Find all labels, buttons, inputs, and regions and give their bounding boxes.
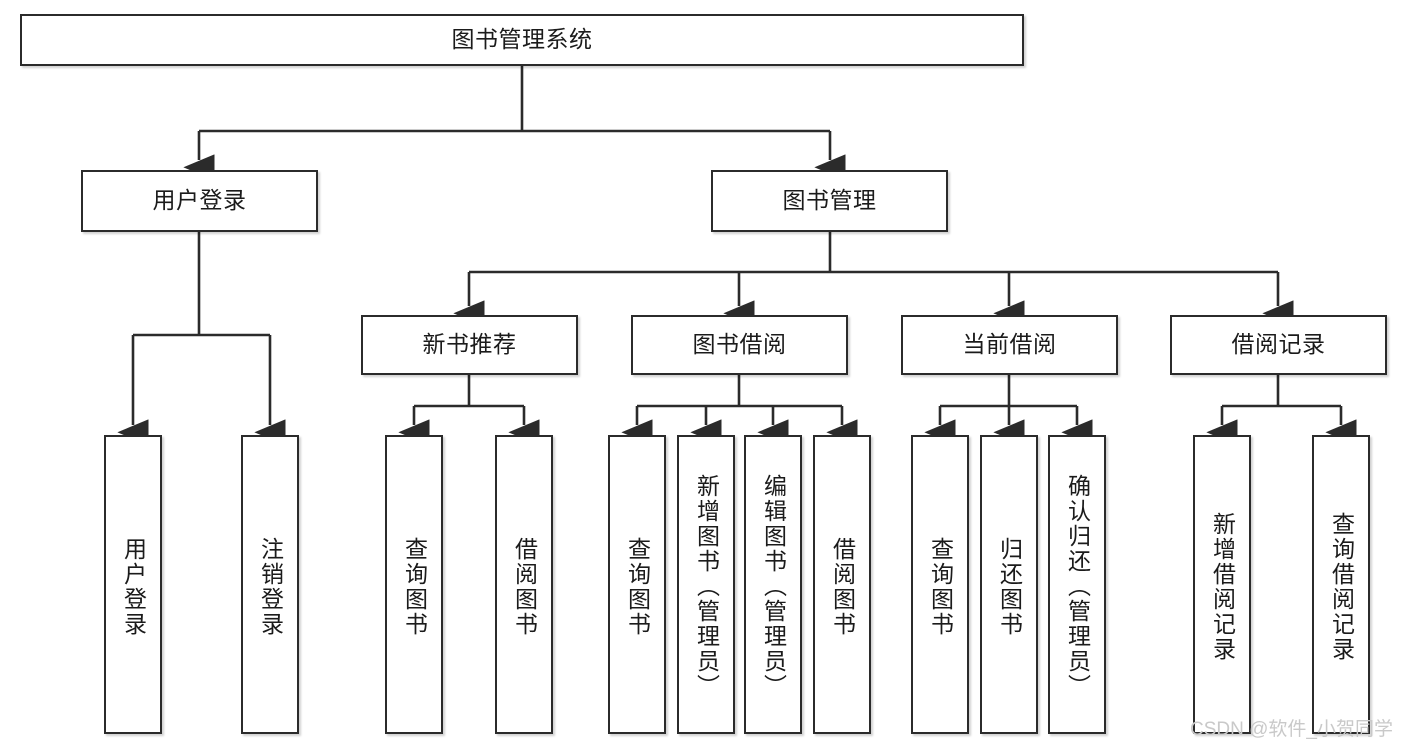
leaf-user-login-logout[interactable]: 注销登录: [241, 435, 299, 734]
node-label: 查询借阅记录: [1328, 511, 1355, 662]
node-label: 图书管理系统: [451, 26, 593, 53]
node-label: 查询图书: [927, 536, 954, 637]
node-book-management[interactable]: 图书管理: [711, 170, 948, 232]
node-label: 用户登录: [152, 187, 247, 214]
node-label: 确认归还（管理员）: [1064, 474, 1091, 699]
node-label: 编辑图书（管理员）: [760, 474, 787, 699]
leaf-current-borrow-return-book[interactable]: 归还图书: [980, 435, 1038, 734]
node-book-borrow[interactable]: 图书借阅: [631, 315, 848, 375]
leaf-borrow-record-query-record[interactable]: 查询借阅记录: [1312, 435, 1370, 734]
node-label: 借阅图书: [829, 536, 856, 637]
node-current-borrow[interactable]: 当前借阅: [901, 315, 1118, 375]
node-label: 新增图书（管理员）: [693, 474, 720, 699]
node-label: 图书管理: [782, 187, 877, 214]
node-label: 归还图书: [996, 536, 1023, 637]
node-borrow-record[interactable]: 借阅记录: [1170, 315, 1387, 375]
node-label: 查询图书: [624, 536, 651, 637]
leaf-current-borrow-query-book[interactable]: 查询图书: [911, 435, 969, 734]
csdn-watermark: CSDN @软件_小贺同学: [1190, 719, 1393, 740]
leaf-new-book-borrow-book[interactable]: 借阅图书: [495, 435, 553, 734]
leaf-borrow-record-add-record[interactable]: 新增借阅记录: [1193, 435, 1251, 734]
leaf-book-borrow-query-book[interactable]: 查询图书: [608, 435, 666, 734]
node-label: 新增借阅记录: [1209, 511, 1236, 662]
node-root-book-management-system[interactable]: 图书管理系统: [20, 14, 1024, 66]
leaf-book-borrow-edit-book[interactable]: 编辑图书（管理员）: [744, 435, 802, 734]
leaf-user-login-login[interactable]: 用户登录: [104, 435, 162, 734]
node-label: 新书推荐: [422, 331, 517, 358]
leaf-book-borrow-borrow-book[interactable]: 借阅图书: [813, 435, 871, 734]
node-new-book-recommend[interactable]: 新书推荐: [361, 315, 578, 375]
node-label: 查询图书: [401, 536, 428, 637]
leaf-new-book-query-book[interactable]: 查询图书: [385, 435, 443, 734]
leaf-current-borrow-confirm-return[interactable]: 确认归还（管理员）: [1048, 435, 1106, 734]
node-label: 当前借阅: [962, 331, 1057, 358]
node-user-login[interactable]: 用户登录: [81, 170, 318, 232]
leaf-book-borrow-add-book[interactable]: 新增图书（管理员）: [677, 435, 735, 734]
node-label: 注销登录: [257, 536, 284, 637]
node-label: 图书借阅: [692, 331, 787, 358]
node-label: 借阅记录: [1231, 331, 1326, 358]
node-label: 借阅图书: [511, 536, 538, 637]
node-label: 用户登录: [120, 536, 147, 637]
